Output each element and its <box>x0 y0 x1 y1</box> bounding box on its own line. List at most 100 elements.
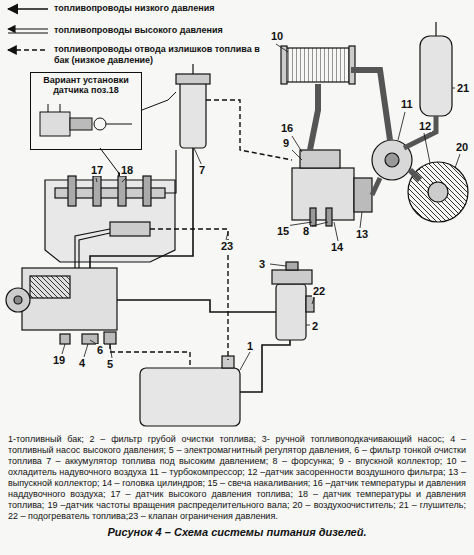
leader-lines-part <box>398 112 405 140</box>
high-pressure-pump-4-part <box>82 334 98 344</box>
callout-number: 14 <box>330 241 344 253</box>
inset-sensor-part <box>40 112 70 136</box>
callout-number: 7 <box>198 164 206 176</box>
turbo-and-air-filter-part <box>404 116 436 148</box>
leader-lines-part <box>424 133 430 163</box>
fuel-tank-1-part <box>222 356 234 368</box>
engine-block-part <box>68 176 76 206</box>
fine-filter-7-part <box>176 74 210 84</box>
leader-lines-part <box>312 222 328 226</box>
inset-sensor-part <box>142 92 176 110</box>
callout-number: 6 <box>96 344 104 356</box>
turbo-and-air-filter-part <box>410 170 420 180</box>
callout-number: 5 <box>106 358 114 370</box>
cylinder-head-14-part <box>310 84 318 150</box>
fuel-tank-1 <box>140 356 240 426</box>
leader-lines-part <box>122 178 126 182</box>
muffler-21-part <box>435 22 436 36</box>
fuel-lines-part <box>117 300 276 312</box>
fuel-lines-part <box>90 148 193 268</box>
leader-lines-part <box>270 264 286 266</box>
cylinder-head-14-part <box>372 178 380 195</box>
leader-lines-part <box>334 222 338 241</box>
callout-number: 4 <box>78 357 86 369</box>
callout-number: 16 <box>280 122 294 134</box>
high-pressure-pump-4-part <box>30 276 70 298</box>
leader-lines-part <box>226 232 228 240</box>
callout-number: 8 <box>302 225 310 237</box>
intercooler-10 <box>281 46 355 84</box>
leader-lines-part <box>360 212 362 228</box>
legend-samples-part <box>8 32 48 33</box>
high-pressure-pump-4-part <box>60 334 70 344</box>
fuel-tank-1-part <box>140 368 240 426</box>
cylinder-head-14 <box>292 70 390 226</box>
figure-caption: Рисунок 4 – Схема системы питания дизеле… <box>0 526 474 538</box>
fuel-lines-part <box>150 229 228 360</box>
callout-number: 2 <box>311 320 319 332</box>
engine-block <box>45 176 175 262</box>
intercooler-10-part <box>349 46 355 84</box>
legend-samples <box>8 9 48 50</box>
legend-samples-part <box>8 49 48 50</box>
leader-lines-part <box>306 325 310 326</box>
cylinder-head-14-part <box>310 208 316 226</box>
engine-block-part <box>93 176 101 206</box>
callout-number: 21 <box>456 82 470 94</box>
leader-lines-part <box>62 344 65 354</box>
fuel-lines <box>75 100 292 392</box>
leader-lines-part <box>455 154 460 168</box>
muffler-21 <box>420 22 452 116</box>
inset-sensor <box>40 92 176 172</box>
turbo-and-air-filter-part <box>385 153 399 167</box>
fuel-lines-part <box>165 150 176 193</box>
fine-filter-7-part <box>192 64 193 74</box>
inset-box: Вариант установки датчика поз.18 <box>30 72 142 150</box>
leader-lines-part <box>96 178 97 182</box>
coarse-filter-2-part <box>276 284 306 340</box>
fuel-lines-part <box>79 233 110 268</box>
fine-filter-7-part <box>180 80 206 148</box>
legend-text: топливопроводы высокого давления <box>54 25 276 36</box>
turbo-and-air-filter-part <box>428 182 448 202</box>
cylinder-head-14-part <box>326 208 332 226</box>
callout-number: 3 <box>258 258 266 270</box>
callout-number: 17 <box>90 164 104 176</box>
high-pressure-pump-4-part <box>14 296 22 304</box>
muffler-21-part <box>420 36 452 116</box>
inset-caption: Вариант установки датчика поз.18 <box>31 73 141 97</box>
engine-block-part <box>143 176 151 206</box>
cylinder-head-14-part <box>351 70 390 140</box>
callout-number: 18 <box>120 164 134 176</box>
callout-number: 19 <box>52 354 66 366</box>
leader-lines-part <box>292 136 302 152</box>
intercooler-10-part <box>285 48 351 82</box>
callout-number: 20 <box>455 141 469 153</box>
high-pressure-pump-4-part <box>6 288 30 312</box>
leader-lines-part <box>84 344 88 357</box>
coarse-filter-2-part <box>306 296 314 312</box>
inset-sensor-part <box>70 118 92 130</box>
inset-sensor-part <box>106 124 132 125</box>
high-pressure-pump-4-part <box>22 268 117 330</box>
leader-lines-part <box>292 150 302 160</box>
engine-block-part <box>118 176 126 206</box>
leader-lines-part <box>312 298 314 304</box>
inset-sensor-part <box>60 104 61 112</box>
turbo-and-air-filter-part <box>408 162 468 222</box>
intercooler-10-part <box>281 46 287 84</box>
callout-number: 11 <box>400 98 414 110</box>
leader-lines-part <box>276 44 288 52</box>
high-pressure-pump-4 <box>6 268 117 344</box>
inset-sensor-part <box>48 104 49 112</box>
parts-list: 1-топливный бак; 2 – фильтр грубой очист… <box>8 434 466 522</box>
callout-number: 15 <box>276 225 290 237</box>
inset-sensor-part <box>94 118 106 130</box>
engine-block-part <box>110 222 150 236</box>
cylinder-head-14-part <box>300 150 340 168</box>
legend-text: топливопроводы отвода излишков топлива в… <box>54 44 276 66</box>
fine-filter-7 <box>176 64 210 148</box>
callout-number: 22 <box>312 285 326 297</box>
fuel-lines-part <box>240 340 290 392</box>
callout-number: 9 <box>282 137 290 149</box>
